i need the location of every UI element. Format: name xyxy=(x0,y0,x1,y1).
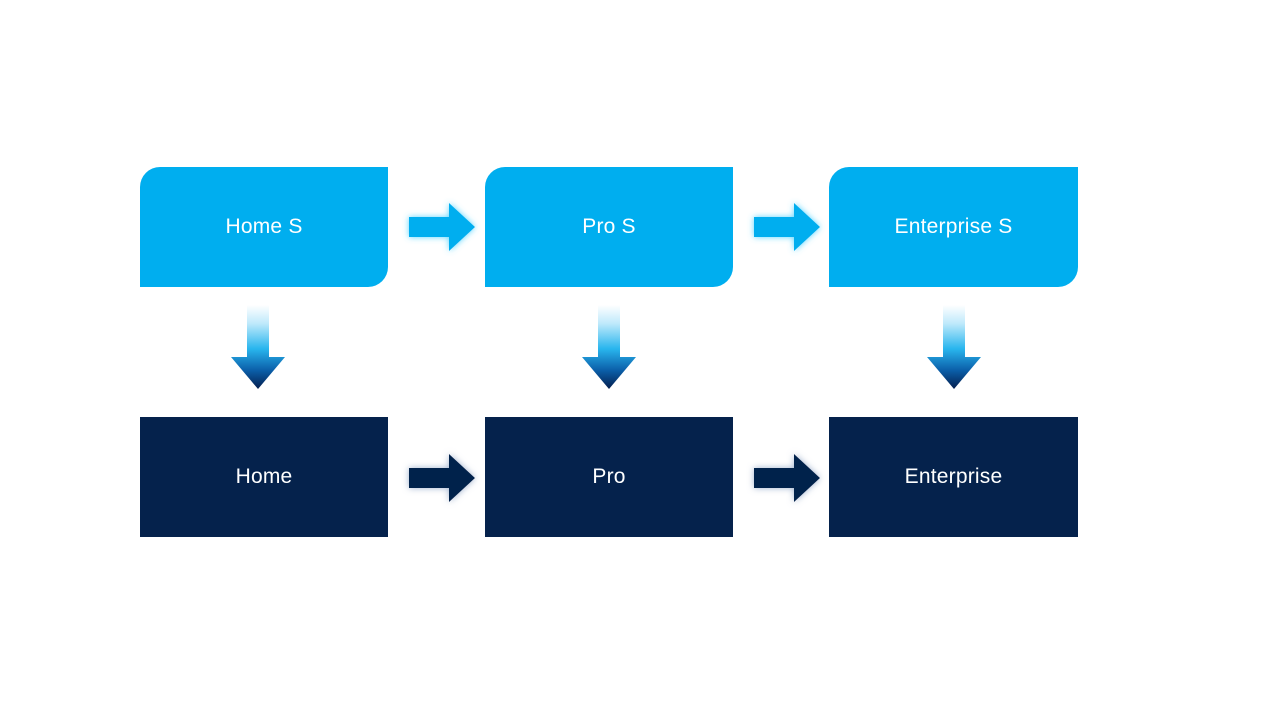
arrow-home-s-to-pro-s xyxy=(405,198,479,256)
tier-box-home-s[interactable]: Home S xyxy=(140,167,388,287)
tier-box-enterprise-s-label: Enterprise S xyxy=(894,215,1013,239)
arrow-pro-s-to-enterprise-s xyxy=(750,198,824,256)
tier-box-home[interactable]: Home xyxy=(140,417,388,537)
arrow-home-s-to-home xyxy=(229,305,287,391)
tier-box-enterprise[interactable]: Enterprise xyxy=(829,417,1078,537)
tier-box-enterprise-label: Enterprise xyxy=(904,465,1003,489)
tier-box-enterprise-s[interactable]: Enterprise S xyxy=(829,167,1078,287)
arrow-enterprise-s-to-enterprise xyxy=(925,305,983,391)
tier-box-pro-s-label: Pro S xyxy=(582,215,636,239)
tier-box-home-label: Home xyxy=(235,465,293,489)
tier-box-pro[interactable]: Pro xyxy=(485,417,733,537)
arrow-home-to-pro xyxy=(405,449,479,507)
tier-box-pro-s[interactable]: Pro S xyxy=(485,167,733,287)
arrow-pro-to-enterprise xyxy=(750,449,824,507)
tier-box-home-s-label: Home S xyxy=(225,215,303,239)
tier-box-pro-label: Pro xyxy=(592,465,626,489)
arrow-pro-s-to-pro xyxy=(580,305,638,391)
